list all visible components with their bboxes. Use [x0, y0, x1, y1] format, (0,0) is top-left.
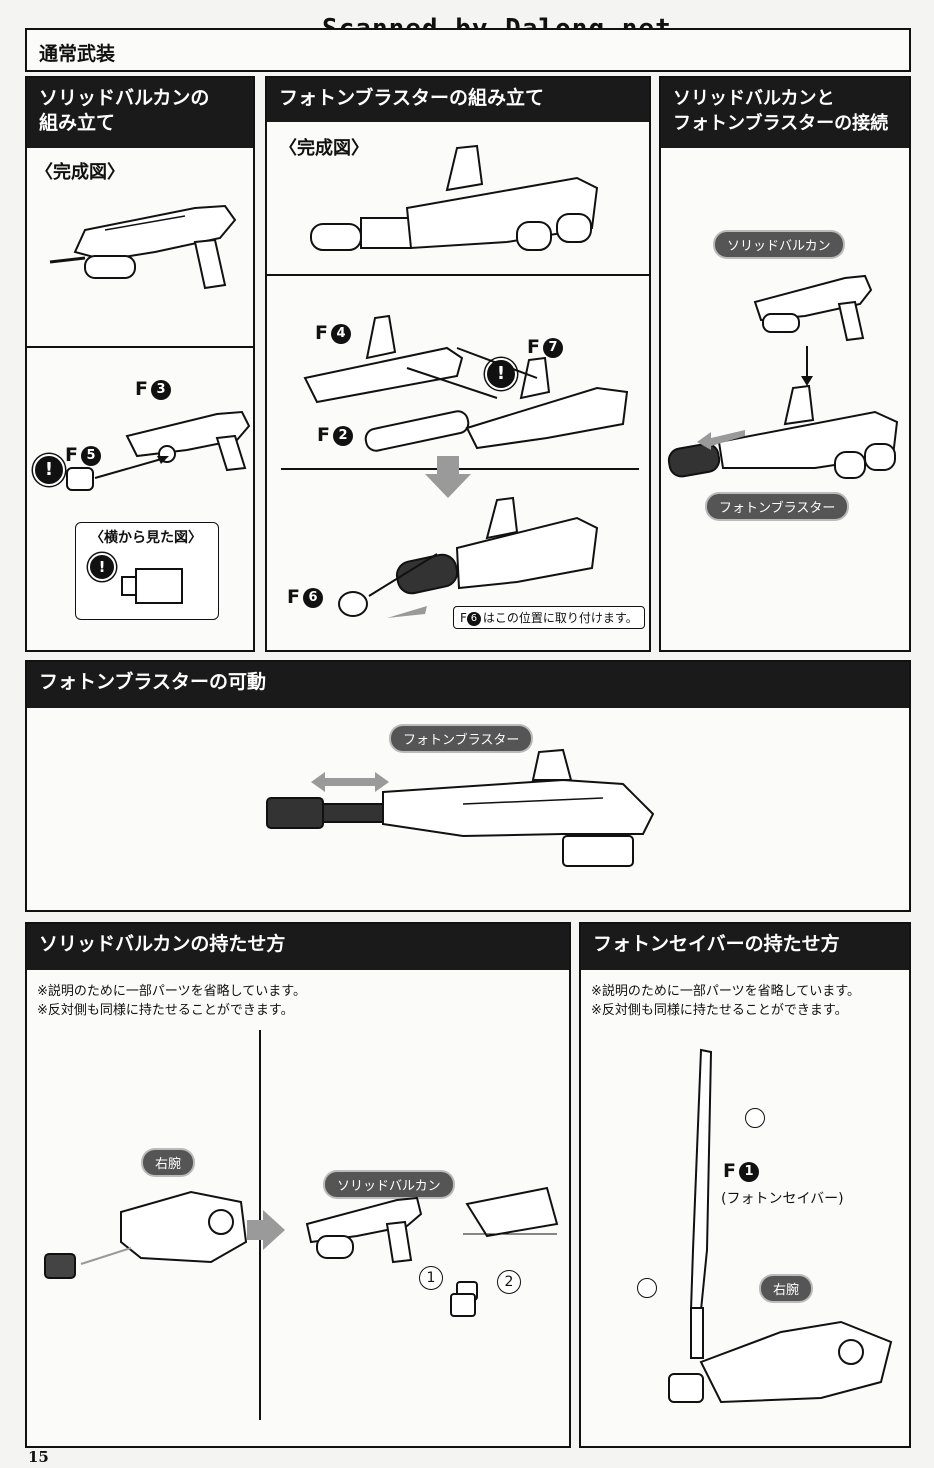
side-view-label: 〈横から見た図〉	[90, 530, 202, 546]
side-view-illustration	[121, 568, 183, 604]
label-solid-vulcan: ソリッドバルカン	[715, 232, 843, 257]
down-arrow-icon	[425, 456, 471, 498]
vulcan-grip-illustration	[305, 1186, 559, 1301]
vulcan-part-illustration	[125, 410, 251, 472]
f5-part-illustration	[66, 456, 169, 491]
detail-marker	[637, 1278, 657, 1298]
title-line: フォトンブラスターの接続	[673, 113, 889, 134]
note-line: ※説明のために一部パーツを省略しています。	[37, 984, 306, 999]
divider	[27, 346, 253, 348]
panel-title: ソリッドバルカンの持たせ方	[27, 924, 569, 970]
warning-icon: !	[485, 358, 517, 390]
divider	[281, 468, 639, 470]
completed-label: 〈完成図〉	[35, 162, 125, 183]
side-view-box: 〈横から見た図〉 !	[75, 522, 219, 620]
panel-connection: ソリッドバルカンと フォトンブラスターの接続 ソリッドバルカン フォトンブラスタ…	[659, 76, 911, 652]
note-line: ※説明のために一部パーツを省略しています。	[591, 984, 860, 999]
left-arrow-icon	[697, 430, 745, 450]
page-header-box: 通常武装	[25, 28, 911, 72]
title-line: ソリッドバルカンの	[39, 87, 210, 109]
saber-illustration	[689, 1048, 713, 1359]
note-text: はこの位置に取り付けます。	[482, 611, 638, 625]
label-solid-vulcan: ソリッドバルカン	[325, 1172, 453, 1197]
blaster-illustration	[667, 384, 899, 479]
step-2-marker: 2	[497, 1270, 521, 1294]
label-photon-blaster: フォトンブラスター	[391, 726, 532, 751]
panel-holding-saber: フォトンセイバーの持たせ方 ※説明のために一部パーツを省略しています。 ※反対側…	[579, 922, 911, 1448]
right-arm-illustration	[44, 1190, 248, 1279]
note-num: 6	[466, 611, 481, 626]
warning-icon: !	[88, 553, 116, 581]
blaster-parts-illustration	[303, 314, 629, 452]
blaster-f6-illustration	[338, 496, 599, 618]
panel-title: フォトンブラスターの可動	[27, 662, 909, 708]
note-line: ※反対側も同様に持たせることができます。	[591, 1003, 848, 1018]
completed-label: 〈完成図〉	[279, 138, 369, 159]
panel-title: フォトンブラスターの組み立て	[267, 78, 649, 122]
title-line: 組み立て	[39, 112, 116, 134]
step-1-marker: 1	[419, 1266, 443, 1290]
vulcan-completed-illustration	[49, 204, 237, 290]
detail-marker	[745, 1108, 765, 1128]
warning-icon: !	[33, 454, 65, 486]
blaster-side-illustration	[266, 748, 655, 867]
right-arm-illustration	[668, 1320, 893, 1404]
double-arrow-icon	[311, 772, 389, 792]
blaster-completed-illustration	[310, 144, 599, 251]
label-right-arm: 右腕	[761, 1276, 812, 1301]
title-line: ソリッドバルカンと	[673, 88, 835, 109]
note-prefix: F	[460, 611, 467, 625]
down-arrow-icon	[801, 346, 813, 386]
part-name: (フォトンセイバー)	[721, 1191, 844, 1207]
panel-title: ソリッドバルカンと フォトンブラスターの接続	[661, 78, 909, 148]
hand-part-illustration	[450, 1293, 476, 1317]
panel-title: フォトンセイバーの持たせ方	[581, 924, 909, 970]
divider	[267, 274, 649, 276]
label-photon-blaster: フォトンブラスター	[707, 494, 848, 519]
vulcan-illustration	[753, 274, 873, 342]
panel-title: ソリッドバルカンの 組み立て	[27, 78, 253, 148]
note-line: ※反対側も同様に持たせることができます。	[37, 1003, 294, 1018]
page-number: 15	[28, 1448, 49, 1466]
panel-blaster-movement: フォトンブラスターの可動 フォトンブラスター	[25, 660, 911, 912]
page-header: 通常武装	[39, 43, 116, 65]
right-arrow-icon	[247, 1210, 285, 1250]
panel-holding-vulcan: ソリッドバルカンの持たせ方 ※説明のために一部パーツを省略しています。 ※反対側…	[25, 922, 571, 1448]
label-right-arm: 右腕	[143, 1150, 194, 1175]
